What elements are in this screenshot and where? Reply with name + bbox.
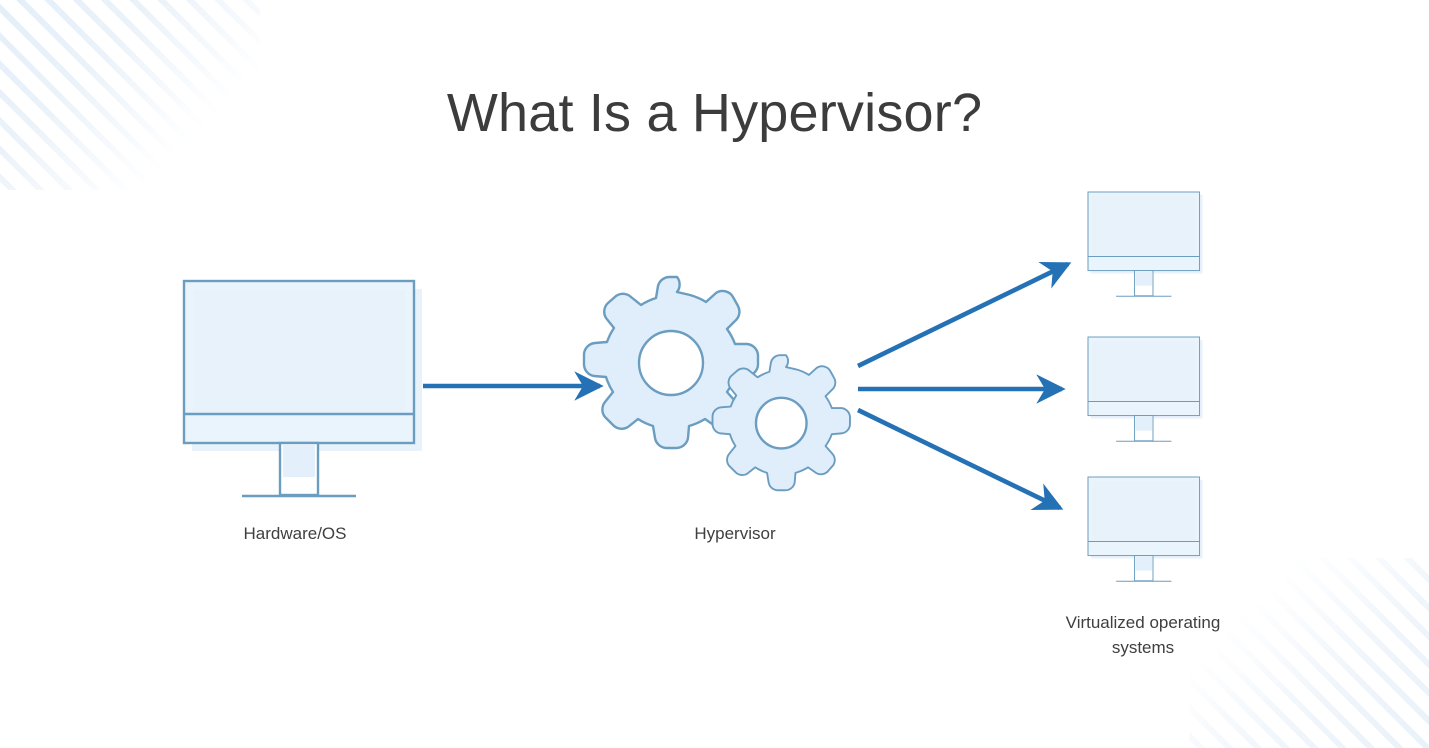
monitor-icon-guest-2 bbox=[1087, 336, 1203, 442]
monitor-icon-hardware bbox=[182, 279, 422, 498]
monitor-icon-guest-1 bbox=[1087, 191, 1203, 297]
label-guests-line-1: Virtualized operating bbox=[1065, 613, 1221, 632]
label-guests-line-2: systems bbox=[1111, 638, 1175, 657]
label-hardware-os: Hardware/OS bbox=[243, 524, 347, 543]
label-virtualized-operating-systems: Virtualized operating systems bbox=[1013, 610, 1273, 660]
gears-icon-hypervisor bbox=[582, 275, 851, 492]
page-title: What Is a Hypervisor? bbox=[446, 83, 983, 143]
monitor-icon-guest-3 bbox=[1087, 476, 1203, 582]
label-hypervisor: Hypervisor bbox=[694, 524, 776, 543]
arrow-down-right-icon-hypervisor-to-guest-3 bbox=[856, 407, 1064, 511]
arrow-up-right-icon-hypervisor-to-guest-1 bbox=[856, 261, 1072, 369]
